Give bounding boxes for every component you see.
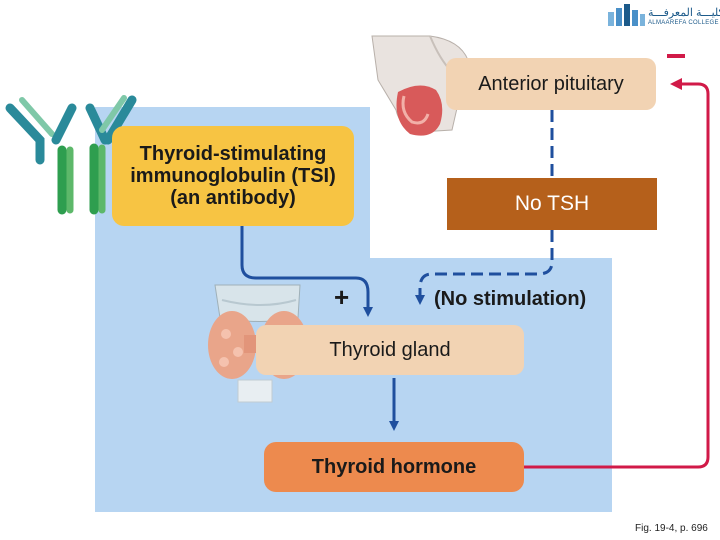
logo-english-text: ALMAAREFA COLLEGE: [648, 20, 719, 26]
thyroid-hormone-box: Thyroid hormone: [264, 442, 524, 492]
tsi-box: Thyroid-stimulating immunoglobulin (TSI)…: [112, 126, 354, 226]
figure-caption: Fig. 19-4, p. 696: [635, 523, 708, 534]
anterior-pituitary-box: Anterior pituitary: [446, 58, 656, 110]
no-stimulation-label: (No stimulation): [434, 288, 587, 310]
no-tsh-box: No TSH: [447, 178, 657, 230]
plus-sign: +: [334, 282, 350, 312]
negative-feedback-arrow: [524, 78, 710, 469]
college-building-icon: [608, 4, 645, 26]
no-stimulation-dashed-arrow: [415, 230, 554, 305]
thyroid-gland-box: Thyroid gland: [256, 325, 524, 375]
antibody-icon: [5, 95, 137, 215]
tsi-stimulation-arrow: [240, 226, 373, 317]
minus-sign: [667, 54, 685, 58]
logo-arabic-text: كليـــة المعرفـــة: [648, 7, 720, 19]
